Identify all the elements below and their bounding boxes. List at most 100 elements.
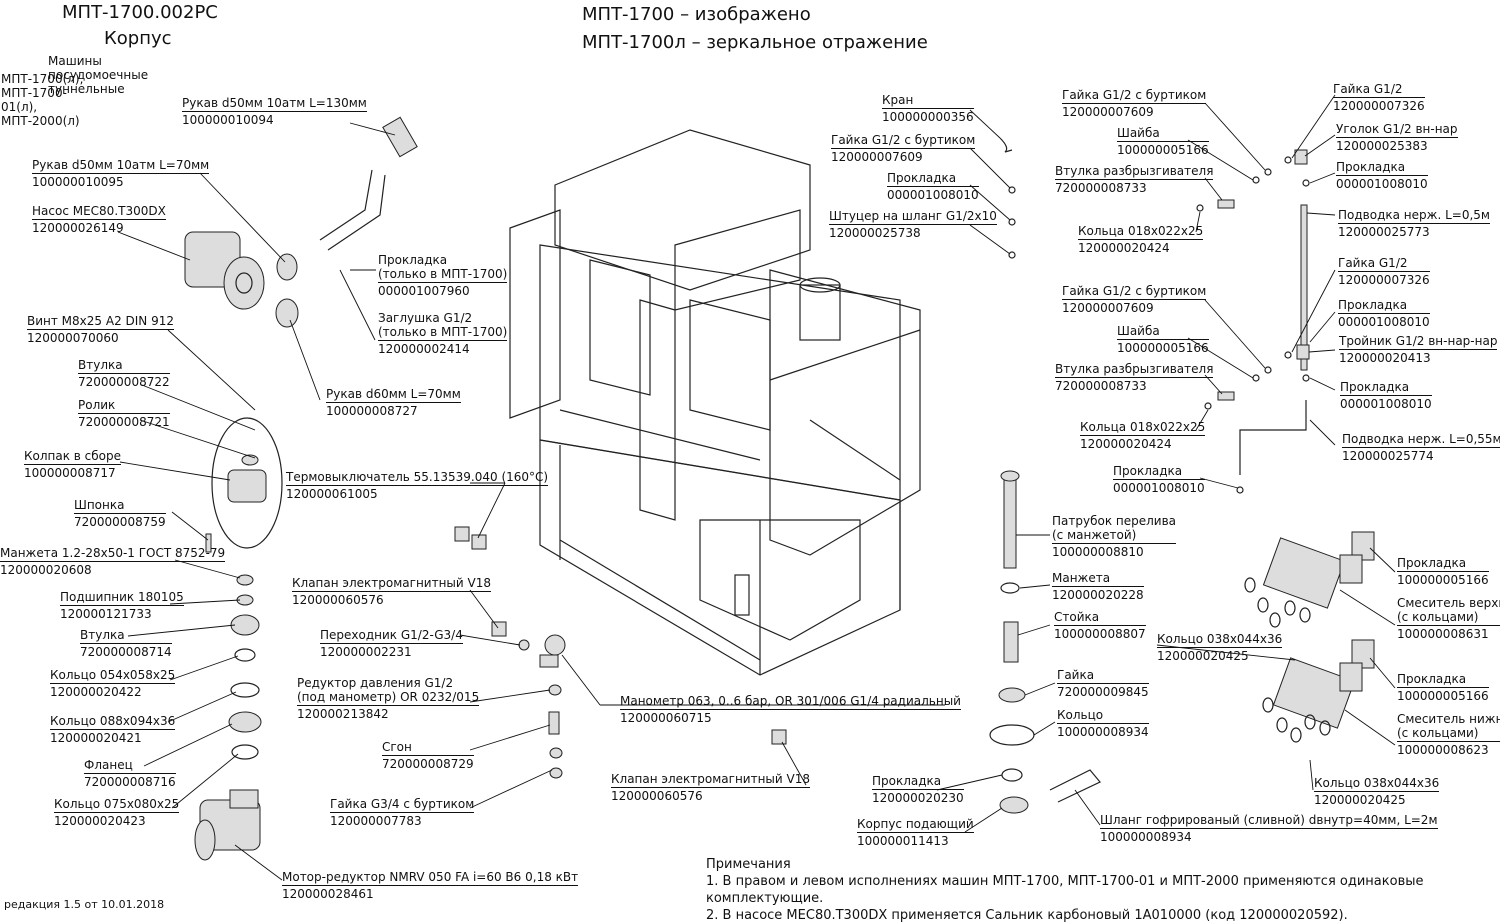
part-name: Колпак в сборе [24,449,122,465]
part-name: Кольца 018x022x25 [1080,420,1206,436]
part-name: Стойка [1054,610,1146,626]
part-code: 100000008727 [326,404,418,418]
part-name-text: Кольцо 038x044x36 [1157,632,1283,646]
part-name-text: Втулка [78,358,123,372]
part-name-text: Корпус подающий [857,817,974,831]
part-code: 120000026149 [32,221,124,235]
part-name: Шпонка [74,498,166,514]
part-label-kolca-018-1: Кольца 018x022x25 120000020424 [1078,224,1204,255]
o-ring-set-upper [1244,577,1311,628]
parts-drawings [184,116,1375,861]
part-label-prokladka-1700: Прокладка(только в МПТ-1700)000001007960 [378,253,508,298]
part-code: 120000007609 [1062,105,1154,119]
part-code: 000001008010 [1340,397,1432,411]
part-name: Прокладка [887,171,979,187]
part-name-text: Прокладка [1397,556,1467,570]
part-name: Гайка G1/2 с буртиком [1062,88,1207,104]
part-name-text: Прокладка [1336,160,1406,174]
notes-heading: Примечания [706,857,791,872]
part-code: 120000020228 [1052,588,1144,602]
part-name: Патрубок перелива(с манжетой) [1052,514,1177,544]
part-name-text-2: (с кольцами) [1397,610,1479,624]
part-name: Кольцо 054x058x25 [50,668,176,684]
part-name: Втулка разбрызгивателя [1055,362,1214,378]
part-name-text-2: (под манометр) OR 0232/015 [297,690,480,704]
part-code: 100000005166 [1117,341,1209,355]
part-name: Гайка G1/2 с буртиком [1062,284,1207,300]
part-name-text: Сгон [382,740,412,754]
machines-line-1: Машины посудомоечные туннельные [48,54,149,96]
part-code: 120000121733 [60,607,152,621]
part-code: 120000020423 [54,814,146,828]
part-name: Гайка G1/2 [1338,256,1430,272]
part-code: 120000025383 [1336,139,1428,153]
part-name-text: Прокладка [1338,298,1408,312]
part-code: 100000008623 [1397,743,1489,757]
part-name-text: Гайка G3/4 с буртиком [330,797,475,811]
part-name-text-2: (с манжетой) [1052,528,1137,542]
part-code: 720000008722 [78,375,170,389]
part-name-text: Прокладка [1113,464,1183,478]
part-code: 100000008631 [1397,627,1489,641]
part-name-text: Кольца 018x022x25 [1078,224,1204,238]
variant-line-2: МПТ-1700л – зеркальное отражение [582,32,928,53]
part-name-text: Винт M8x25 A2 DIN 912 [27,314,174,328]
part-name: Манжета [1052,571,1144,587]
part-name: Заглушка G1/2(только в МПТ-1700) [378,311,508,341]
part-name: Рукав d50мм 10атм L=70мм [32,158,210,174]
part-name: Винт M8x25 A2 DIN 912 [27,314,174,330]
part-code: 120000002231 [320,645,412,659]
part-code: 100000008717 [24,466,116,480]
part-name-text: Прокладка [872,774,942,788]
part-code: 000001007960 [378,284,470,298]
part-name: Прокладка [1397,556,1489,572]
part-name: Прокладка(только в МПТ-1700) [378,253,508,283]
part-code: 120000060576 [292,593,384,607]
part-label-smesitel-niz: Смеситель нижний(с кольцами)100000008623 [1397,712,1500,757]
part-name: Гайка [1057,668,1149,684]
part-name-text: Уголок G1/2 вн-нар [1336,122,1458,136]
part-code: 100000005166 [1117,143,1209,157]
part-label-shlang: Шланг гофрированый (сливной) dвнутр=40мм… [1100,813,1438,844]
part-code: 000001008010 [1113,481,1205,495]
part-code: 120000002414 [378,342,470,356]
part-name-text: Шланг гофрированый (сливной) dвнутр=40мм… [1100,813,1438,827]
part-name-text: Насос MEC80.T300DX [32,204,166,218]
part-code: 100000011413 [857,834,949,848]
part-name-text: Кольцо 054x058x25 [50,668,176,682]
part-name: Уголок G1/2 вн-нар [1336,122,1458,138]
part-name-text: Смеситель нижний [1397,712,1500,726]
part-name: Прокладка [1113,464,1205,480]
part-name-text: Подводка нерж. L=0,5м [1338,208,1490,222]
part-code: 120000020413 [1339,351,1431,365]
part-code: 120000025738 [829,226,921,240]
drawing-name: Корпус [104,28,172,49]
part-code: 120000020421 [50,731,142,745]
part-name-text: Гайка G1/2 с буртиком [1062,284,1207,298]
part-label-zaglushka: Заглушка G1/2(только в МПТ-1700)12000000… [378,311,508,356]
part-code: 720000009845 [1057,685,1149,699]
part-name-text: Прокладка [1397,672,1467,686]
part-name-text: Втулка разбрызгивателя [1055,164,1214,178]
part-label-smesitel-verh: Смеситель верхний(с кольцами)10000000863… [1397,596,1500,641]
part-name: Кольцо 038x044x36 [1314,776,1440,792]
part-code: 120000070060 [27,331,119,345]
part-code: 120000020424 [1078,241,1170,255]
